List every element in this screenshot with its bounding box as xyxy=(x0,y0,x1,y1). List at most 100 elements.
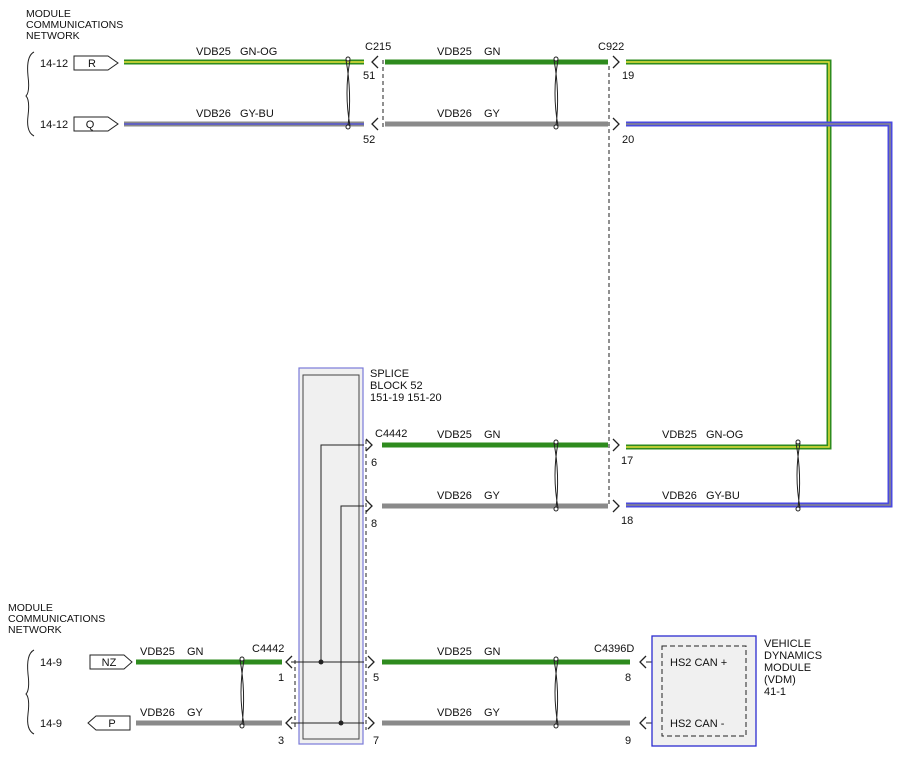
connector-tag-q: Q xyxy=(73,116,119,132)
pin-number: 7 xyxy=(373,735,379,747)
connector-c215-pin-51 xyxy=(371,55,379,69)
connector-c4442-lower-label: C4442 xyxy=(252,643,284,655)
wire-color: GY xyxy=(484,707,501,719)
vdm-label: VEHICLE DYNAMICS MODULE (VDM) 41-1 xyxy=(764,638,822,698)
network-label-top: MODULE COMMUNICATIONS NETWORK xyxy=(26,8,123,42)
connector-c4442-pin-8 xyxy=(365,499,373,513)
network-label-line: NETWORK xyxy=(26,30,80,42)
pin-number: 9 xyxy=(625,735,631,747)
wire-circuit: VDB26 xyxy=(662,490,697,502)
pin-number: 17 xyxy=(621,455,633,467)
connector-c4396d-label: C4396D xyxy=(594,643,634,655)
tag-label: R xyxy=(88,58,96,70)
pin-number: 8 xyxy=(371,518,377,530)
pin-number: 5 xyxy=(373,672,379,684)
network-label-bottom: MODULE COMMUNICATIONS NETWORK xyxy=(8,602,105,636)
network-label-line: MODULE xyxy=(26,8,71,20)
pin-number: 1 xyxy=(278,672,284,684)
connector-c4442-pin-7 xyxy=(367,716,375,730)
vdm-label-line: (VDM) xyxy=(764,674,796,686)
splice-internal-line xyxy=(340,505,364,723)
pin-number: 20 xyxy=(622,134,634,146)
wire-color: GN xyxy=(484,46,501,58)
wire-circuit: VDB26 xyxy=(437,707,472,719)
connector-c922-label: C922 xyxy=(598,41,624,53)
splice-label-line: BLOCK 52 xyxy=(370,380,423,392)
splice-internal-line xyxy=(320,444,364,662)
ref-14-12-r: 14-12 xyxy=(40,58,68,70)
connector-c215-label: C215 xyxy=(365,41,391,53)
pin-number: 18 xyxy=(621,515,633,527)
twist-mark xyxy=(553,442,559,509)
vdm-label-line: VEHICLE xyxy=(764,638,811,650)
wire-circuit: VDB25 xyxy=(196,46,231,58)
wire-vdb26-gy-bu-loop xyxy=(626,121,893,508)
tag-label: NZ xyxy=(102,657,117,669)
wire-color: GN xyxy=(187,646,204,658)
wire-circuit: VDB26 xyxy=(437,490,472,502)
connector-c4442-upper-label: C4442 xyxy=(375,428,407,440)
network-label-line: NETWORK xyxy=(8,624,62,636)
wire-circuit: VDB25 xyxy=(140,646,175,658)
network-brace-top xyxy=(25,51,35,137)
wire-color: GY xyxy=(484,490,501,502)
wire-circuit: VDB25 xyxy=(437,429,472,441)
splice-node xyxy=(338,720,344,726)
wire-color: GN-OG xyxy=(706,429,743,441)
twist-mark xyxy=(795,442,801,509)
connector-c922-pin-17 xyxy=(612,438,620,452)
ref-14-9-p: 14-9 xyxy=(40,718,62,730)
connector-tag-p: P xyxy=(87,715,131,731)
splice-label-line: SPLICE xyxy=(370,368,409,380)
wire-color: GY-BU xyxy=(706,490,740,502)
wire-circuit: VDB25 xyxy=(437,646,472,658)
wire-circuit: VDB26 xyxy=(437,108,472,120)
wire-color: GY xyxy=(484,108,501,120)
tag-label: Q xyxy=(86,119,95,131)
connector-c4396d-pin-9 xyxy=(639,716,647,730)
connector-tag-nz: NZ xyxy=(89,654,133,670)
ref-14-9-nz: 14-9 xyxy=(40,657,62,669)
connector-tag-r: R xyxy=(73,55,119,71)
pin-number: 6 xyxy=(371,457,377,469)
wire-color: GY-BU xyxy=(240,108,274,120)
splice-block-inner xyxy=(302,374,360,740)
vdm-pin-can-minus: HS2 CAN - xyxy=(670,718,725,730)
splice-label-line: 151-19 151-20 xyxy=(370,392,442,404)
pin-number: 8 xyxy=(625,672,631,684)
connector-c4442-pin-6 xyxy=(365,438,373,452)
wire-color: GN-OG xyxy=(240,46,277,58)
wire-circuit: VDB25 xyxy=(437,46,472,58)
connector-c922-pin-19 xyxy=(612,55,620,69)
network-label-line: COMMUNICATIONS xyxy=(8,613,105,625)
vdm-label-line: DYNAMICS xyxy=(764,650,822,662)
connector-c4442-pin-5 xyxy=(367,655,375,669)
connector-c4396d-pin-8 xyxy=(639,655,647,669)
connector-c215-pin-52 xyxy=(371,117,379,131)
connector-c922-pin-20 xyxy=(612,117,620,131)
wire-circuit: VDB26 xyxy=(196,108,231,120)
wire-circuit: VDB26 xyxy=(140,707,175,719)
connector-c922-pin-18 xyxy=(612,499,620,513)
tag-label: P xyxy=(108,718,115,730)
pin-number: 51 xyxy=(363,70,375,82)
wire-color: GN xyxy=(484,646,501,658)
wire-circuit: VDB25 xyxy=(662,429,697,441)
wire-color: GN xyxy=(484,429,501,441)
connector-c4442-pin-3 xyxy=(285,716,293,730)
pin-number: 19 xyxy=(622,70,634,82)
splice-node xyxy=(318,659,324,665)
vdm-pin-can-plus: HS2 CAN + xyxy=(670,657,727,669)
wire-color: GY xyxy=(187,707,204,719)
network-brace-bottom xyxy=(25,649,35,735)
vdm-inner-box xyxy=(661,645,747,737)
network-label-line: MODULE xyxy=(8,602,53,614)
network-label-line: COMMUNICATIONS xyxy=(26,19,123,31)
pin-number: 3 xyxy=(278,735,284,747)
vdm-label-line: MODULE xyxy=(764,662,811,674)
ref-14-12-q: 14-12 xyxy=(40,119,68,131)
twist-mark xyxy=(553,59,559,127)
twist-mark xyxy=(345,59,351,127)
twist-mark xyxy=(553,659,559,726)
